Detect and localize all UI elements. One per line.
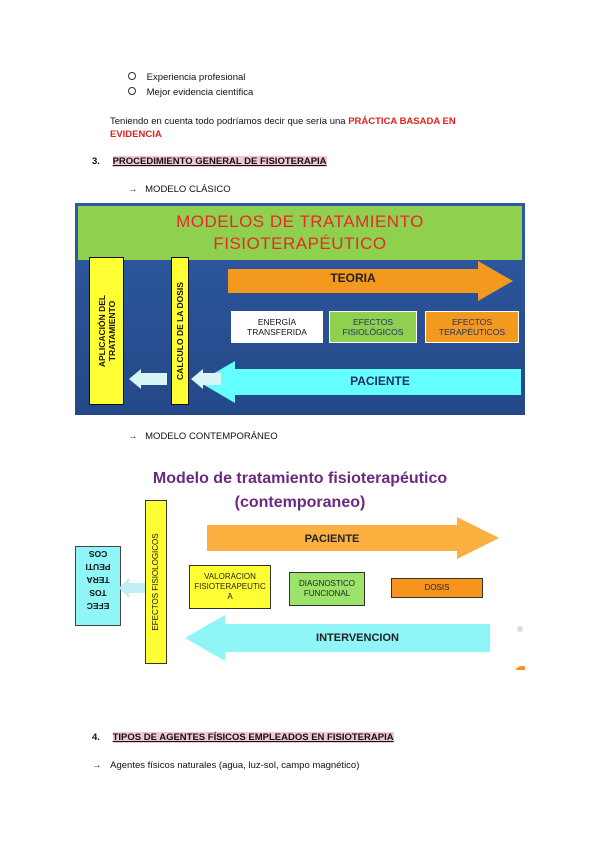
diagram-title-line: FISIOTERAPÉUTICO xyxy=(213,234,387,253)
classic-model-diagram: MODELOS DE TRATAMIENTO FISIOTERAPÉUTICO … xyxy=(75,203,525,415)
decorative-dot-icon xyxy=(517,626,523,632)
model-label-text: MODELO CLÁSICO xyxy=(145,184,231,195)
section-title: PROCEDIMIENTO GENERAL DE FISIOTERAPIA xyxy=(112,156,327,167)
right-arrow-icon: → xyxy=(128,431,138,442)
agentes-text: Agentes físicos naturales (agua, luz-sol… xyxy=(110,760,360,771)
circle-bullet-icon xyxy=(128,72,136,80)
model-label: → MODELO CLÁSICO xyxy=(128,184,231,195)
bullet-item: Mejor evidencia científica xyxy=(128,87,253,98)
section-number: 3. xyxy=(92,156,100,167)
left-small-arrow-icon xyxy=(129,369,167,389)
efectos-fisiologicos-box: EFECTOS FISIOLOGICOS xyxy=(145,500,167,664)
section-title: TIPOS DE AGENTES FÍSICOS EMPLEADOS EN FI… xyxy=(112,732,394,743)
paciente-arrow xyxy=(199,361,521,403)
model-label: → MODELO CONTEMPORÁNEO xyxy=(128,431,278,442)
bullet-text: Experiencia profesional xyxy=(146,72,246,83)
paragraph-text: Teniendo en cuenta todo podríamos decir … xyxy=(110,116,349,127)
section-heading: 3. PROCEDIMIENTO GENERAL DE FISIOTERAPIA xyxy=(92,156,327,167)
section-heading: 4. TIPOS DE AGENTES FÍSICOS EMPLEADOS EN… xyxy=(92,732,394,743)
left-small-arrow-icon xyxy=(191,369,221,389)
dosis-text: CALCULO DE LA DOSIS xyxy=(175,282,185,380)
section-number: 4. xyxy=(92,732,100,743)
bullet-item: Experiencia profesional xyxy=(128,72,245,83)
bullet-text: Mejor evidencia científica xyxy=(146,87,254,98)
paciente-arrow xyxy=(207,517,499,559)
intervencion-arrow xyxy=(185,615,490,661)
mirrored-text: EFEC TOS TERA PEUTI COS xyxy=(85,549,111,611)
efectos-terapeuticos-box: EFEC TOS TERA PEUTI COS xyxy=(75,546,121,626)
teoria-arrow xyxy=(228,261,513,301)
paciente-label: PACIENTE xyxy=(350,374,410,388)
diagram-title-line: MODELOS DE TRATAMIENTO xyxy=(176,212,424,231)
teoria-label: TEORIA xyxy=(330,271,376,285)
diagram-title-line: Modelo de tratamiento fisioterapéutico xyxy=(152,470,448,487)
dosis-box: DOSIS xyxy=(391,578,483,598)
contemporary-model-diagram: Modelo de tratamiento fisioterapéutico (… xyxy=(75,460,525,670)
agentes-line: → Agentes físicos naturales (agua, luz-s… xyxy=(92,760,359,771)
model-label-text: MODELO CONTEMPORÁNEO xyxy=(145,431,278,442)
circle-bullet-icon xyxy=(128,87,136,95)
emphasis-text: PRÁCTICA BASADA EN xyxy=(348,116,456,127)
efectos-fisiologicos-text: EFECTOS FISIOLOGICOS xyxy=(151,533,160,631)
right-arrow-icon: → xyxy=(92,760,102,771)
dosis-box: CALCULO DE LA DOSIS xyxy=(171,257,189,405)
diagram-title-line: (contemporaneo) xyxy=(234,494,366,511)
emphasis-text: EVIDENCIA xyxy=(110,129,162,140)
decorative-dot-icon xyxy=(515,666,525,670)
diagram-title-box: MODELOS DE TRATAMIENTO FISIOTERAPÉUTICO xyxy=(78,206,522,260)
left-small-arrow-icon xyxy=(119,578,145,598)
evidence-paragraph: Teniendo en cuenta todo podríamos decir … xyxy=(110,115,530,141)
intervencion-label: INTERVENCION xyxy=(316,632,399,644)
paciente-label: PACIENTE xyxy=(304,533,360,545)
right-arrow-icon: → xyxy=(128,184,138,195)
